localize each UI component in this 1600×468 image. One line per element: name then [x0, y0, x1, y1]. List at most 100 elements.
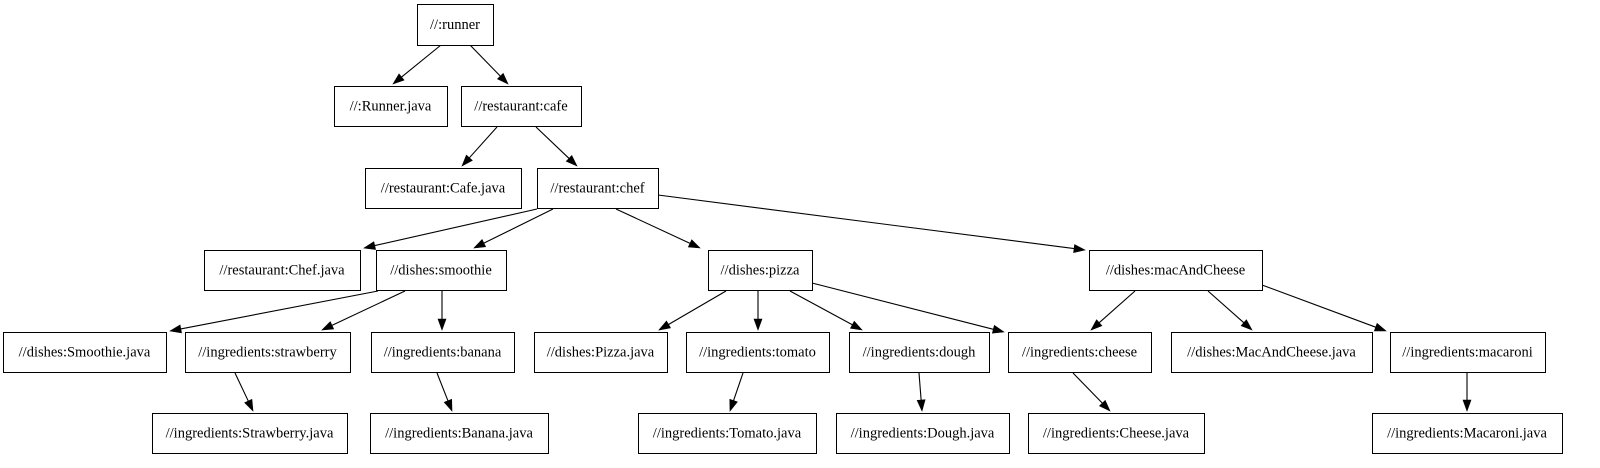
node-dough_java[interactable]: //ingredients:Dough.java — [836, 413, 1010, 454]
node-box[interactable] — [537, 168, 659, 209]
edge-line — [331, 290, 406, 326]
edge-arrowhead — [753, 318, 763, 331]
node-label: //dishes:macAndCheese — [1106, 262, 1245, 278]
node-strawberry_java[interactable]: //ingredients:Strawberry.java — [152, 413, 348, 454]
node-ing_tomato[interactable]: //ingredients:tomato — [686, 332, 830, 373]
edge-line — [789, 290, 853, 326]
edge-ing_tomato-to-tomato_java — [729, 372, 744, 412]
edge-ing_banana-to-banana_java — [436, 372, 453, 412]
edge-restaurant_chef-to-dishes_smoothie — [473, 208, 554, 249]
edge-arrowhead — [437, 318, 447, 331]
node-box[interactable] — [849, 332, 990, 373]
node-box[interactable] — [1171, 332, 1373, 373]
edge-line — [483, 208, 554, 244]
node-box[interactable] — [534, 332, 668, 373]
edge-arrowhead — [658, 320, 671, 331]
node-cafe_java[interactable]: //restaurant:Cafe.java — [365, 168, 522, 209]
node-box[interactable] — [1390, 332, 1546, 373]
node-box[interactable] — [836, 413, 1010, 454]
node-runner[interactable]: //:runner — [417, 4, 494, 46]
node-box[interactable] — [461, 86, 582, 127]
edge-line — [436, 372, 449, 401]
node-runner_java[interactable]: //:Runner.java — [334, 86, 448, 127]
node-cheese_java[interactable]: //ingredients:Cheese.java — [1028, 413, 1205, 454]
edge-arrowhead — [916, 399, 926, 412]
edge-restaurant_chef-to-dishes_macandcheese — [657, 194, 1086, 253]
node-ing_dough[interactable]: //ingredients:dough — [849, 332, 990, 373]
node-label: //dishes:smoothie — [390, 262, 492, 278]
edge-line — [657, 194, 1075, 250]
node-box[interactable] — [686, 332, 830, 373]
edge-arrowhead — [1073, 244, 1086, 253]
node-label: //ingredients:Tomato.java — [653, 425, 802, 441]
edge-arrowhead — [1240, 319, 1253, 331]
nodes-layer: //:runner //:Runner.java //restaurant:cafe… — [3, 4, 1563, 454]
node-banana_java[interactable]: //ingredients:Banana.java — [370, 413, 549, 454]
node-label: //restaurant:chef — [550, 180, 644, 196]
node-box[interactable] — [638, 413, 817, 454]
node-box[interactable] — [204, 250, 361, 291]
node-box[interactable] — [376, 250, 507, 291]
node-box[interactable] — [708, 250, 813, 291]
node-ing_cheese[interactable]: //ingredients:cheese — [1008, 332, 1152, 373]
node-chef_java[interactable]: //restaurant:Chef.java — [204, 250, 361, 291]
node-restaurant_chef[interactable]: //restaurant:chef — [537, 168, 659, 209]
edge-arrowhead — [443, 398, 453, 412]
node-box[interactable] — [334, 86, 448, 127]
edge-ing_cheese-to-cheese_java — [1072, 372, 1111, 412]
edge-runner-to-runner_java — [392, 44, 442, 85]
edge-arrowhead — [496, 72, 509, 85]
node-pizza_java[interactable]: //dishes:Pizza.java — [534, 332, 668, 373]
node-box[interactable] — [1372, 413, 1563, 454]
node-box[interactable] — [370, 413, 549, 454]
node-box[interactable] — [365, 168, 522, 209]
node-box[interactable] — [185, 332, 351, 373]
node-box[interactable] — [3, 332, 167, 373]
edge-ing_strawberry-to-strawberry_java — [234, 372, 254, 412]
node-box[interactable] — [371, 332, 515, 373]
node-box[interactable] — [1008, 332, 1152, 373]
node-label: //dishes:pizza — [721, 262, 800, 278]
node-macandcheese_java[interactable]: //dishes:MacAndCheese.java — [1171, 332, 1373, 373]
edge-line — [615, 208, 691, 244]
edge-line — [668, 290, 727, 325]
node-macaroni_java[interactable]: //ingredients:Macaroni.java — [1372, 413, 1563, 454]
node-dishes_smoothie[interactable]: //dishes:smoothie — [376, 250, 507, 291]
edge-dishes_macandcheese-to-ing_cheese — [1090, 290, 1136, 331]
edge-dishes_pizza-to-pizza_java — [658, 290, 727, 331]
edge-line — [733, 372, 744, 401]
node-label: //ingredients:Cheese.java — [1043, 425, 1190, 441]
node-label: //ingredients:tomato — [699, 344, 816, 360]
node-label: //ingredients:cheese — [1022, 344, 1137, 360]
edge-dishes_smoothie-to-ing_strawberry — [321, 290, 406, 331]
edge-arrowhead — [729, 398, 738, 412]
node-label: //ingredients:banana — [384, 344, 502, 360]
node-box[interactable] — [417, 4, 494, 46]
edge-arrowhead — [1098, 399, 1111, 412]
edge-line — [1207, 290, 1245, 324]
node-box[interactable] — [1089, 250, 1263, 291]
node-dishes_macandcheese[interactable]: //dishes:macAndCheese — [1089, 250, 1263, 291]
edge-line — [374, 208, 538, 247]
node-ing_strawberry[interactable]: //ingredients:strawberry — [185, 332, 351, 373]
node-box[interactable] — [152, 413, 348, 454]
edge-runner-to-restaurant_cafe — [469, 44, 509, 85]
node-dishes_pizza[interactable]: //dishes:pizza — [708, 250, 813, 291]
edge-arrowhead — [849, 320, 863, 331]
edge-line — [918, 372, 922, 401]
edge-dishes_macandcheese-to-ing_macaroni — [1261, 284, 1387, 332]
node-label: //ingredients:Dough.java — [851, 425, 995, 441]
edge-ing_dough-to-dough_java — [916, 372, 926, 412]
node-ing_macaroni[interactable]: //ingredients:macaroni — [1390, 332, 1546, 373]
node-box[interactable] — [1028, 413, 1205, 454]
node-tomato_java[interactable]: //ingredients:Tomato.java — [638, 413, 817, 454]
node-restaurant_cafe[interactable]: //restaurant:cafe — [461, 86, 582, 127]
node-label: //dishes:MacAndCheese.java — [1187, 344, 1356, 360]
node-smoothie_java[interactable]: //dishes:Smoothie.java — [3, 332, 167, 373]
node-ing_banana[interactable]: //ingredients:banana — [371, 332, 515, 373]
edge-restaurant_chef-to-dishes_pizza — [615, 208, 701, 249]
edge-ing_macaroni-to-macaroni_java — [1462, 373, 1472, 412]
edge-arrowhead — [321, 321, 335, 331]
